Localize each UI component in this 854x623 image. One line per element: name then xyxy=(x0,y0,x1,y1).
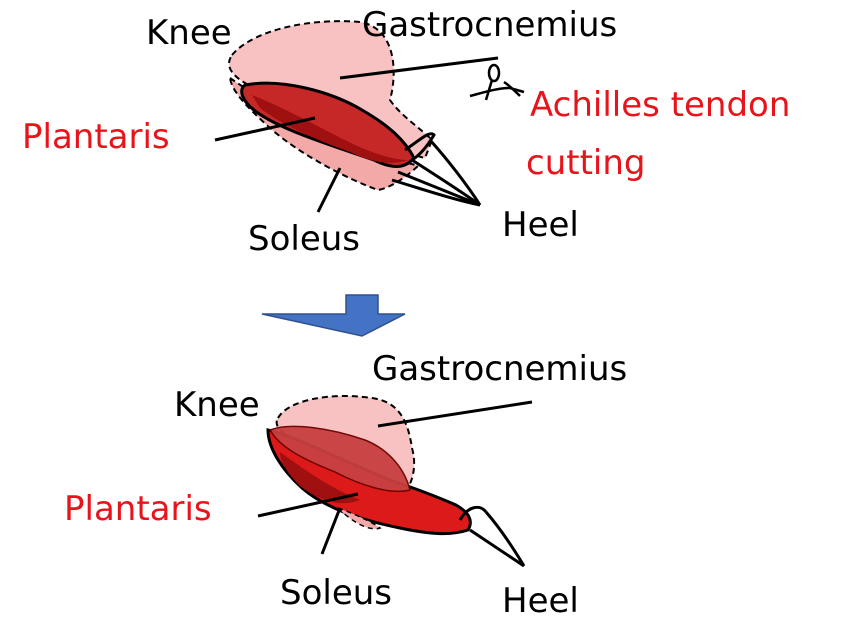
top-heel-label: Heel xyxy=(502,205,579,245)
scissors-icon xyxy=(470,65,524,100)
bottom-soleus-label: Soleus xyxy=(280,573,392,613)
top-knee-label: Knee xyxy=(146,13,232,53)
top-gastrocnemius-label: Gastrocnemius xyxy=(362,5,617,45)
bottom-knee-label: Knee xyxy=(174,385,260,425)
achilles-cut-label-line2: cutting xyxy=(526,143,645,183)
bottom-gastrocnemius-label: Gastrocnemius xyxy=(372,349,627,389)
achilles-cut-label-line1: Achilles tendon xyxy=(530,85,790,125)
arrow-down-icon xyxy=(262,295,405,336)
bottom-panel: Knee Gastrocnemius Plantaris Soleus Heel xyxy=(64,349,627,621)
top-soleus-leader xyxy=(318,168,340,212)
bottom-soleus-leader xyxy=(322,508,340,554)
bottom-heel-label: Heel xyxy=(502,581,579,621)
bottom-plantaris-label: Plantaris xyxy=(64,489,212,529)
top-panel: Knee Gastrocnemius Plantaris Soleus Heel… xyxy=(22,5,790,259)
top-plantaris-label: Plantaris xyxy=(22,117,170,157)
top-soleus-label: Soleus xyxy=(248,219,360,259)
